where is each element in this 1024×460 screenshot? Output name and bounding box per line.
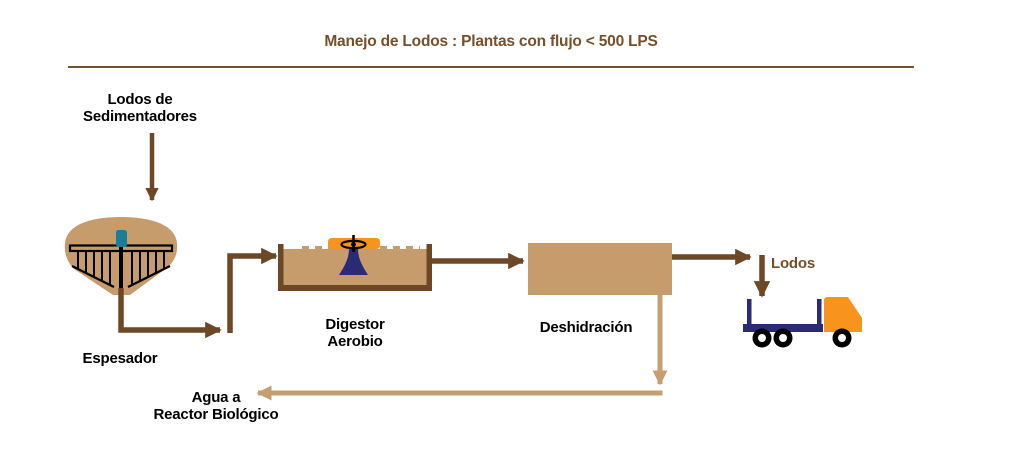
digester-tank-icon: [278, 235, 432, 291]
label-water-return: Agua a Reactor Biológico: [153, 389, 279, 424]
thickener-rake-tines: [77, 251, 165, 285]
truck-front-post: [817, 299, 822, 325]
label-thickener: Espesador: [82, 350, 158, 367]
aerator-cone: [339, 249, 368, 275]
thickener-outlet-arrow: [118, 288, 222, 339]
truck-cab: [824, 297, 862, 332]
truck-icon: [743, 297, 862, 348]
truck-rear-post: [747, 299, 752, 325]
dewatering-box: [528, 243, 672, 295]
digester-walls: [278, 244, 432, 291]
label-source: Lodos de Sedimentadores: [83, 91, 197, 126]
title-divider: [68, 66, 914, 68]
label-dewatering: Deshidración: [539, 319, 633, 336]
digester-inlet-arrow: [227, 247, 278, 333]
page-title: Manejo de Lodos : Plantas con flujo < 50…: [324, 33, 658, 50]
label-sludge-out: Lodos: [771, 255, 815, 272]
thickener-tank-icon: [64, 217, 178, 295]
agitator-blades: [340, 239, 367, 250]
truck-chassis: [743, 324, 823, 332]
truck-wheels: [752, 328, 852, 348]
thickener-motor: [116, 230, 127, 247]
label-digester: Digestor Aerobio: [325, 316, 385, 351]
agitator-hub: [351, 242, 356, 247]
